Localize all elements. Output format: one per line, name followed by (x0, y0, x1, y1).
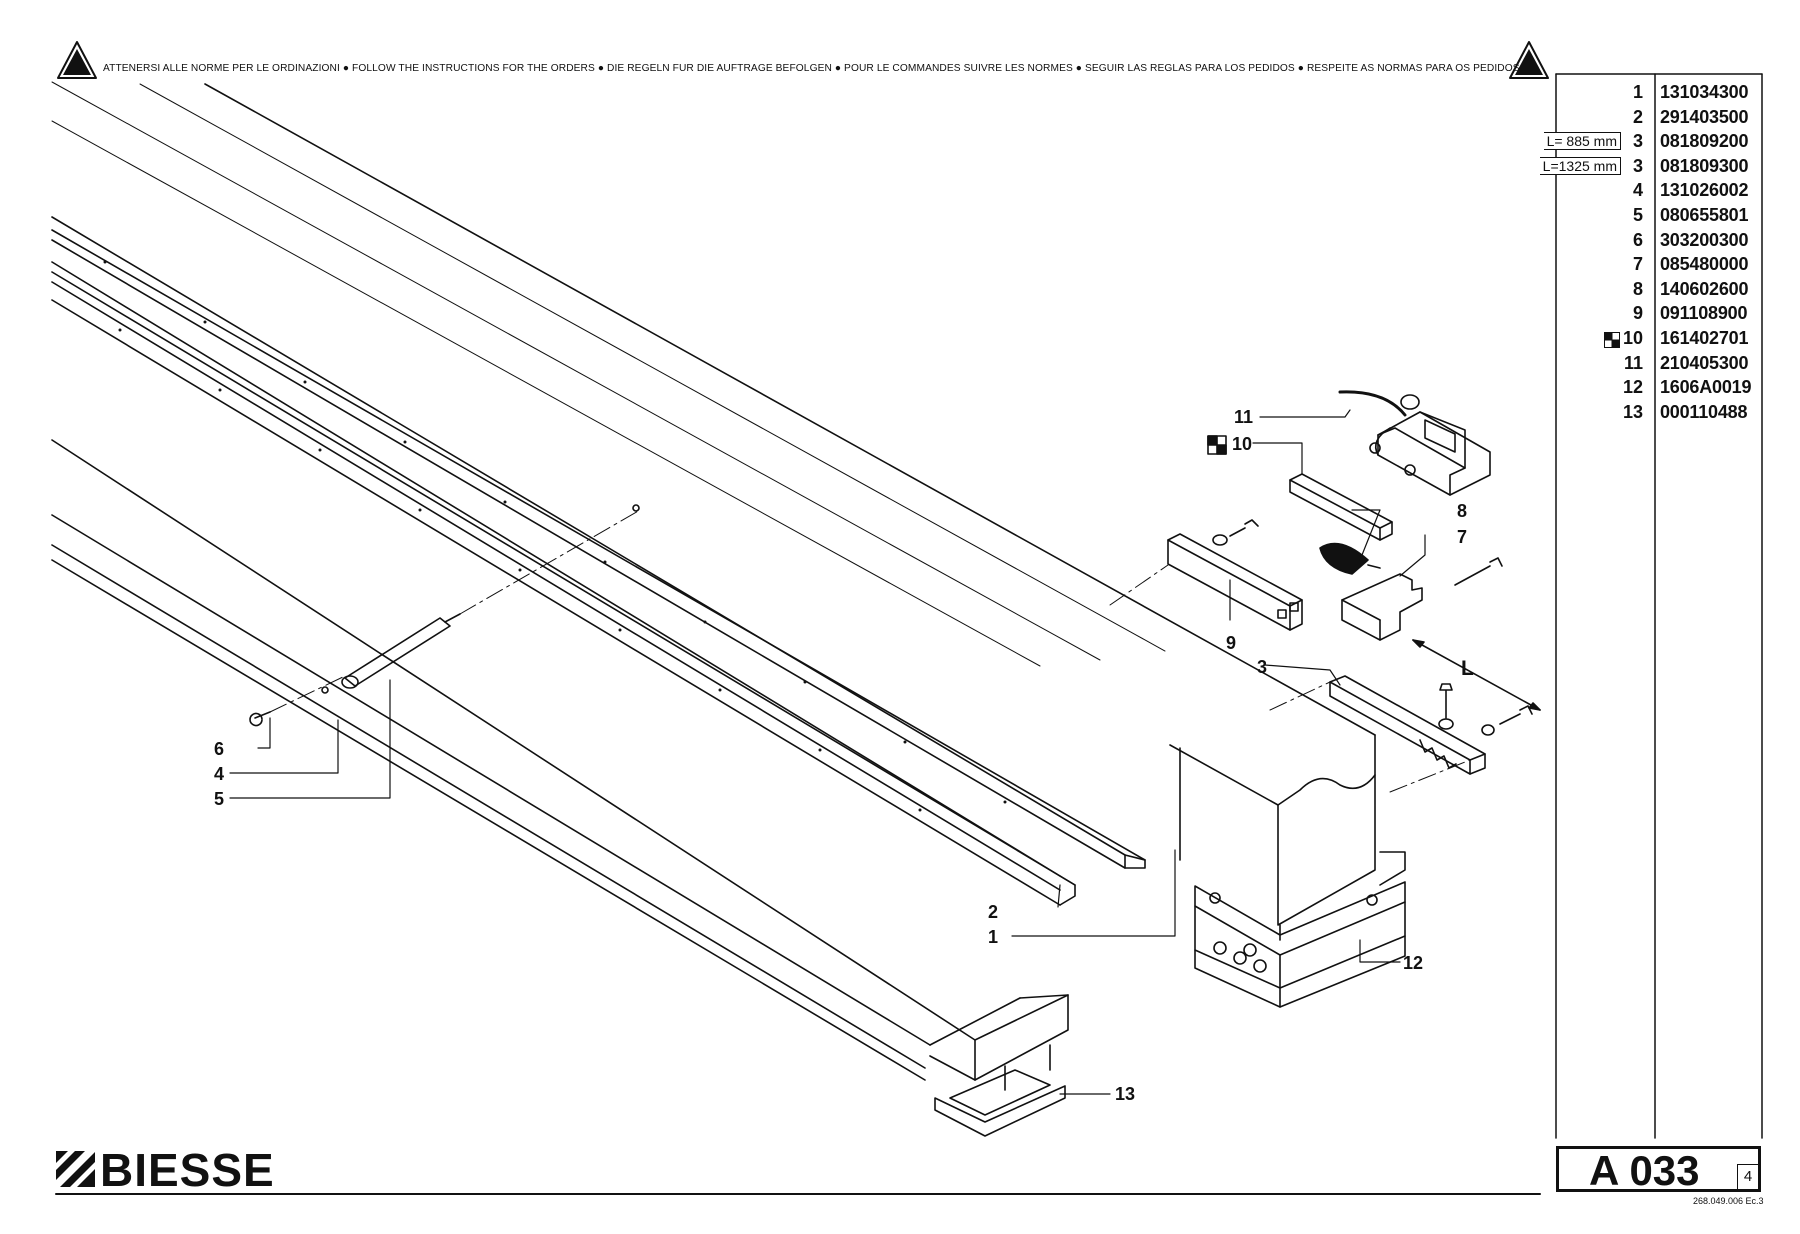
parts-list-row: 10 161402701 (1555, 328, 1761, 353)
main-beam (204, 83, 1406, 941)
callout-1: 1 (988, 927, 999, 947)
part-index: 6 (1632, 229, 1643, 250)
table-code-box: A 033 4 (1556, 1146, 1761, 1194)
callout-2: 2 (988, 902, 999, 922)
parts-list-frame (1555, 73, 1763, 1139)
part-index: 1 (1632, 82, 1643, 102)
rail-bolt-holes (103, 260, 1007, 812)
table-code: A 033 (1589, 1147, 1700, 1194)
brand-logo: BIESSE (100, 1144, 275, 1196)
callout-4: 4 (214, 764, 225, 784)
part-index: 12 (1622, 377, 1643, 398)
callout-10: 10 (1232, 434, 1253, 454)
part-index: 10 (1622, 327, 1643, 348)
part-code: 291403500 (1660, 106, 1749, 127)
callout-leaders (229, 409, 1426, 1095)
part-index: 3 (1632, 131, 1643, 152)
part-index: 3 (1632, 155, 1643, 176)
callout-7: 7 (1457, 527, 1468, 547)
cam-block (1341, 557, 1503, 641)
part-code: 140602600 (1660, 278, 1749, 299)
part-code: 000110488 (1660, 401, 1748, 422)
part-index: 11 (1623, 352, 1643, 373)
part-code: 080655801 (1660, 204, 1749, 225)
callout-13: 13 (1115, 1084, 1136, 1104)
part-index: 5 (1632, 204, 1643, 225)
parts-list-row: 3 081809200 L= 885 mm (1543, 131, 1761, 156)
parts-list-row: 1 131034300 (1555, 82, 1761, 107)
parts-list-row: 7 085480000 (1555, 254, 1761, 279)
parts-list-row: 2 291403500 (1555, 107, 1761, 132)
toothed-rack (1269, 675, 1486, 793)
lower-beam (51, 439, 1069, 1091)
part-code: 131034300 (1660, 82, 1749, 102)
callout-6: 6 (214, 739, 225, 759)
parts-list-row: 13 000110488 (1555, 402, 1761, 427)
rack-screws (1438, 683, 1533, 736)
callout-12: 12 (1403, 953, 1424, 973)
part-index: 2 (1632, 106, 1643, 127)
bolt-and-washer (1212, 519, 1259, 546)
part-index: 4 (1632, 180, 1643, 201)
part-code: 210405300 (1660, 352, 1749, 373)
biesse-stripes-logo-icon (56, 1151, 95, 1187)
foot-plate-left (934, 1069, 1066, 1137)
rail-outline-lines (51, 81, 1166, 667)
parts-list-row: 6 303200300 (1555, 230, 1761, 255)
part-index: 9 (1632, 303, 1643, 324)
parts-list-row: 9 091108900 (1555, 303, 1761, 328)
checker-marker-icon (1604, 331, 1620, 348)
parts-list-row: 4 131026002 (1555, 180, 1761, 205)
checker-marker-icon (1207, 435, 1227, 455)
foot-plate-right (1194, 881, 1406, 1008)
part-code: 303200300 (1660, 229, 1749, 250)
callout-5: 5 (214, 789, 225, 809)
guide-rail (51, 216, 1146, 906)
parts-list-row: 5 080655801 (1555, 205, 1761, 230)
part-code: 131026002 (1660, 180, 1749, 201)
part-code: 091108900 (1660, 303, 1748, 324)
trip-profile (1289, 473, 1393, 541)
parts-list-row: 3 081809300 L=1325 mm (1539, 155, 1761, 181)
part-index: 8 (1632, 278, 1643, 299)
part-index: 13 (1622, 401, 1643, 422)
callout-9: 9 (1226, 633, 1237, 653)
cone-actuator (1319, 542, 1381, 575)
part-code: 081809200 (1660, 131, 1749, 152)
parts-list-row: 11 210405300 (1555, 353, 1761, 378)
part-code: 081809300 (1660, 155, 1749, 176)
callout-3: 3 (1257, 657, 1268, 677)
callout-8: 8 (1457, 501, 1468, 521)
callout-11: 11 (1234, 407, 1254, 427)
warning-triangle-icon (1509, 41, 1549, 79)
part-index: 7 (1632, 254, 1643, 275)
part-code: 1606A0019 (1660, 377, 1752, 398)
part-code: 161402701 (1660, 327, 1749, 348)
parts-list-row: 12 1606A0019 (1555, 377, 1761, 402)
part-code: 085480000 (1660, 254, 1749, 275)
part-length-note: L= 885 mm (1543, 132, 1621, 151)
mounting-block (1109, 533, 1303, 631)
part-length-note: L=1325 mm (1539, 156, 1621, 175)
pin-assembly (249, 504, 641, 727)
dimension-arrow (1412, 639, 1541, 711)
document-reference: 268.049.006 Ec.3 (1693, 1196, 1764, 1206)
parts-list-row: 8 140602600 (1555, 279, 1761, 304)
sheet-number: 4 (1737, 1164, 1758, 1189)
limit-switch (1338, 390, 1491, 496)
warning-triangle-icon (57, 41, 97, 79)
ordering-notice: ATTENERSI ALLE NORME PER LE ORDINAZIONI … (103, 63, 1520, 74)
dimension-label: L (1461, 657, 1474, 680)
